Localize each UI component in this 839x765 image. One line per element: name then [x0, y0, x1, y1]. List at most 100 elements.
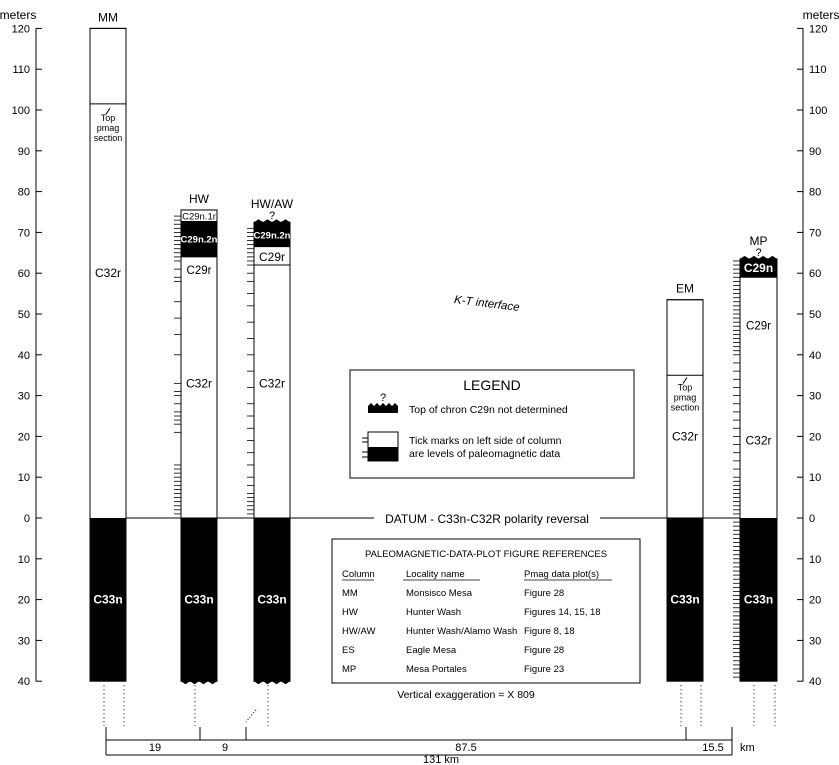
- axis-tick-label: 30: [809, 635, 821, 647]
- refs-cell-locality: Mesa Portales: [406, 664, 467, 675]
- axis-tick-label: 100: [12, 105, 30, 117]
- axis-tick-label: 0: [24, 513, 30, 525]
- axis-tick-label: 10: [809, 554, 821, 566]
- stratigraphic-columns: C33nC32rToppmagsectionMMC33nC32rC29n.2nC…: [89, 10, 778, 726]
- chron-zone-label: C32r: [745, 433, 771, 447]
- legend-title: LEGEND: [463, 377, 521, 393]
- refs-cell-column: MM: [342, 588, 358, 599]
- axis-tick-label: 60: [809, 268, 821, 280]
- axis-tick-label: 60: [18, 268, 30, 280]
- axis-tick-label: 30: [18, 635, 30, 647]
- refs-cell-column: HW/AW: [342, 626, 375, 637]
- chron-zone-black: [181, 518, 217, 682]
- axis-tick-label: 70: [18, 227, 30, 239]
- legend-undetermined-top-symbol: [368, 403, 398, 413]
- chron-zone-label: C33n: [257, 593, 286, 607]
- chron-zone-label: C29n.1r: [182, 211, 216, 222]
- axis-tick-label: 110: [12, 64, 30, 76]
- legend-item-ticks-line1: Tick marks on left side of column: [409, 435, 562, 447]
- chron-zone-label: C33n: [93, 593, 122, 607]
- refs-cell-plots: Figures 14, 15, 18: [524, 607, 601, 618]
- axis-tick-label: 110: [809, 64, 827, 76]
- refs-cell-locality: Eagle Mesa: [406, 645, 457, 656]
- chron-zone-label: C29n.2n: [254, 230, 291, 241]
- distance-segment: 87.5: [455, 742, 476, 754]
- axis-tick-label: 0: [809, 513, 815, 525]
- axis-tick-label: 10: [809, 472, 821, 484]
- figure-references-table: PALEOMAGNETIC-DATA-PLOT FIGURE REFERENCE…: [331, 538, 641, 684]
- refs-cell-locality: Monsisco Mesa: [406, 588, 473, 599]
- chron-zone-black: [254, 219, 290, 247]
- column-question-mark: ?: [269, 210, 275, 222]
- distance-unit: km: [740, 742, 755, 754]
- depth-axes: 120110100908070605040302010010203040mete…: [0, 8, 839, 688]
- axis-tick-label: 120: [809, 23, 827, 35]
- chron-zone-label: C29n.2n: [181, 235, 218, 246]
- chron-zone-label: C32r: [95, 266, 121, 280]
- axis-tick-label: 10: [18, 554, 30, 566]
- legend-question-mark: ?: [380, 392, 386, 404]
- column-note: C29r: [187, 265, 212, 277]
- column-label: EM: [676, 282, 694, 296]
- axis-tick-label: 20: [18, 431, 30, 443]
- axis-tick-label: 50: [809, 309, 821, 321]
- column-note: pmag: [674, 393, 697, 403]
- axis-tick-label: 90: [809, 146, 821, 158]
- refs-cell-column: HW: [342, 607, 358, 618]
- column-label: MM: [98, 10, 118, 24]
- axis-tick-label: 70: [809, 227, 821, 239]
- chron-zone-label: C32r: [259, 376, 285, 390]
- note-leader: [682, 377, 688, 384]
- column-label: HW: [189, 192, 210, 206]
- legend-box: LEGEND ? Top of chron C29n not determine…: [349, 369, 635, 479]
- column-base-zigzag: [254, 681, 290, 685]
- axis-tick-label: 80: [18, 187, 30, 199]
- refs-cell-plots: Figure 28: [524, 645, 564, 656]
- legend-item-undetermined: Top of chron C29n not determined: [409, 404, 568, 416]
- axis-tick-label: 40: [809, 350, 821, 362]
- chron-zone-label: C29r: [259, 250, 285, 264]
- refs-cell-column: MP: [342, 664, 356, 675]
- column-label: HW/AW: [251, 197, 294, 211]
- refs-cell-plots: Figure 23: [524, 664, 564, 675]
- axis-tick-label: 20: [809, 431, 821, 443]
- datum-label: DATUM - C33n-C32R polarity reversal: [385, 512, 589, 526]
- axis-tick-label: 50: [18, 309, 30, 321]
- axis-tick-label: 90: [18, 146, 30, 158]
- chron-zone-label: C33n: [744, 593, 773, 607]
- refs-cell-locality: Hunter Wash/Alamo Wash: [406, 626, 517, 637]
- axis-unit-label: meters: [803, 8, 839, 22]
- refs-cell-locality: Hunter Wash: [406, 607, 461, 618]
- refs-cell-column: ES: [342, 645, 355, 656]
- column-note: section: [671, 403, 700, 413]
- refs-cell-plots: Figure 28: [524, 588, 564, 599]
- chron-zone-label: C33n: [670, 593, 699, 607]
- axis-tick-label: 20: [18, 595, 30, 607]
- distance-segment: 19: [149, 742, 161, 754]
- chron-zone-black: [740, 255, 777, 278]
- legend-item-ticks-line2: are levels of paleomagnetic data: [409, 448, 560, 460]
- axis-tick-label: 40: [18, 676, 30, 688]
- refs-header-plots: Pmag data plot(s): [524, 569, 599, 580]
- distance-scale: 19 9 87.5 15.5 km 131 km: [105, 709, 755, 765]
- distance-segment: 15.5: [702, 742, 723, 754]
- refs-title: PALEOMAGNETIC-DATA-PLOT FIGURE REFERENCE…: [365, 549, 607, 560]
- chron-zone-black: [181, 220, 217, 257]
- refs-frame: [331, 538, 641, 684]
- legend-column-black: [368, 447, 398, 461]
- chron-zone-label: C32r: [672, 429, 698, 443]
- chron-zone-black: [254, 518, 290, 682]
- note-leader: [105, 107, 111, 115]
- axis-tick-label: 20: [809, 595, 821, 607]
- axis-tick-label: 30: [18, 391, 30, 403]
- vertical-exaggeration: Vertical exaggeration = X 809: [397, 689, 535, 701]
- distance-connector: [245, 709, 257, 723]
- column-base-zigzag: [181, 681, 217, 685]
- axis-tick-label: 80: [809, 187, 821, 199]
- chron-zone-black: [667, 518, 703, 682]
